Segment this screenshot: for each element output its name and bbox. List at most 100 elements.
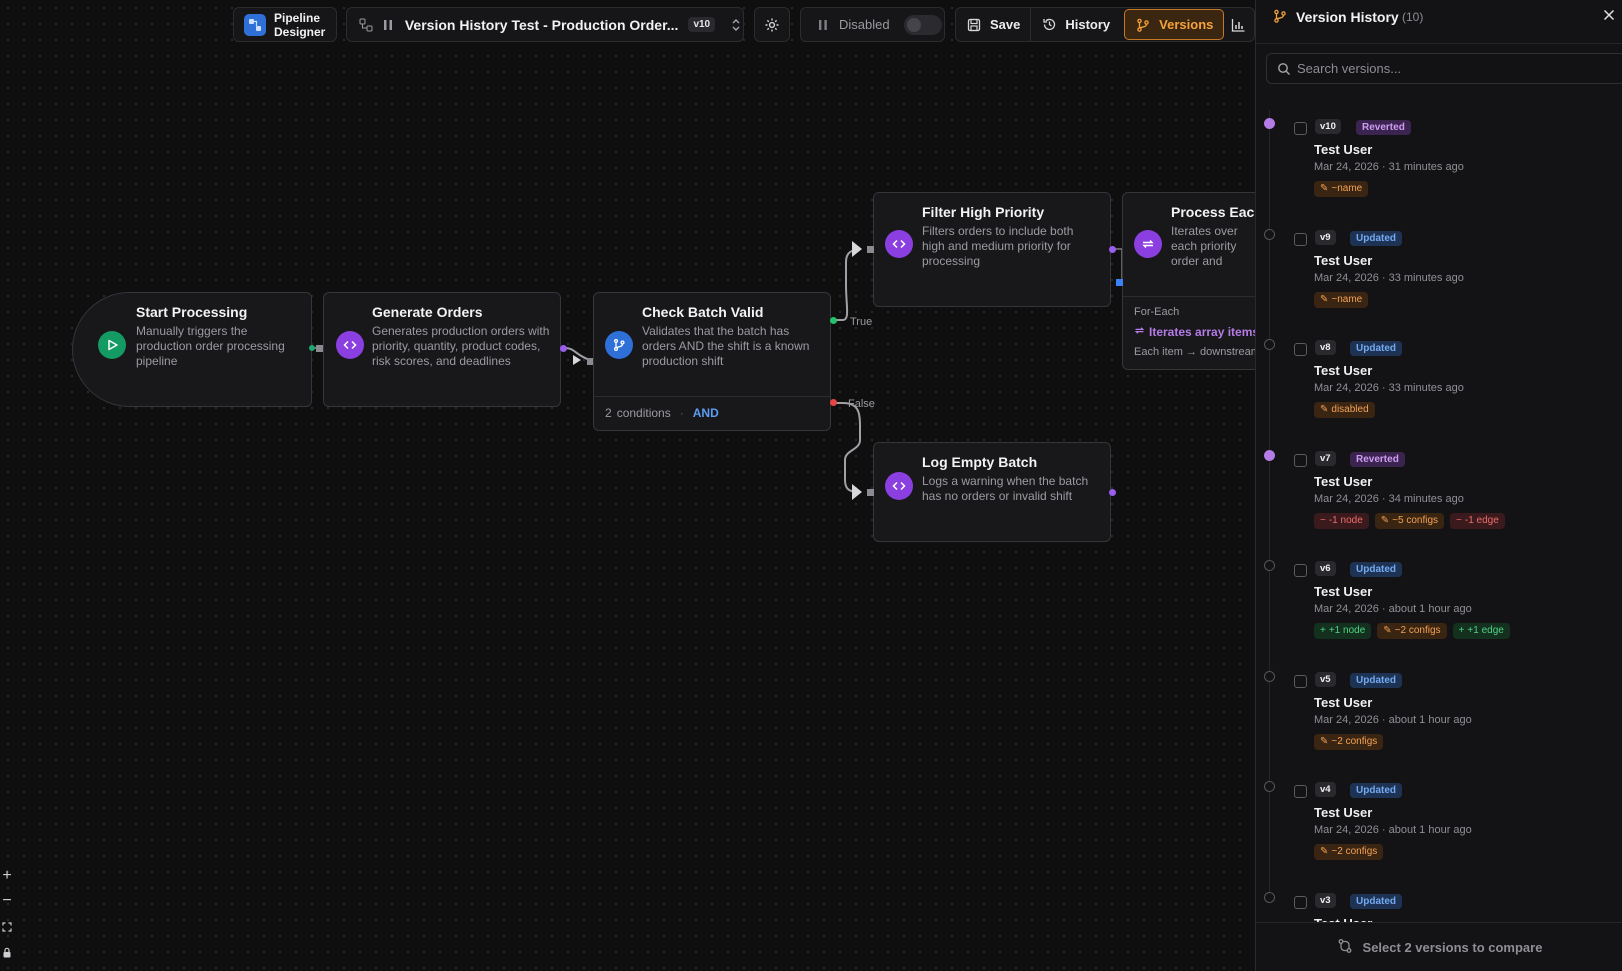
node-log-empty-batch[interactable]: Log Empty Batch Logs a warning when the … — [873, 442, 1111, 542]
node-description: Generates production orders with priorit… — [372, 324, 550, 368]
input-port[interactable] — [867, 489, 874, 496]
close-icon[interactable] — [1602, 8, 1616, 27]
timeline-dot — [1264, 339, 1275, 350]
output-port[interactable] — [1109, 246, 1116, 253]
settings-button[interactable] — [754, 7, 790, 42]
change-chip: ✎~2 configs — [1314, 733, 1384, 750]
timeline-dot — [1264, 560, 1275, 571]
save-icon — [966, 17, 982, 33]
change-chip: ✎~2 configs — [1377, 623, 1447, 639]
enable-toggle[interactable] — [903, 14, 942, 35]
version-status-badge: Updated — [1350, 672, 1402, 688]
git-branch-icon — [1273, 9, 1287, 28]
plus-icon: + — [1320, 625, 1326, 636]
search-input[interactable] — [1297, 54, 1617, 83]
version-date: Mar 24, 2026 · 33 minutes ago — [1314, 271, 1464, 284]
version-status-badge: Updated — [1350, 893, 1402, 909]
node-title: Filter High Priority — [922, 204, 1045, 220]
change-chip-label: ~2 configs — [1331, 735, 1378, 747]
version-badge: v10 — [688, 17, 716, 32]
history-button[interactable]: History — [1031, 8, 1120, 41]
repeat-icon — [1134, 230, 1162, 258]
version-checkbox[interactable] — [1294, 232, 1307, 246]
pencil-icon: ✎ — [1320, 183, 1329, 194]
compare-label: Select 2 versions to compare — [1362, 939, 1543, 955]
version-status-badge: Reverted — [1350, 451, 1405, 467]
change-chips: ✎disabled — [1314, 402, 1375, 418]
version-status-badge: Updated — [1350, 562, 1402, 577]
node-generate-orders[interactable]: Generate Orders Generates production ord… — [323, 292, 561, 407]
app-logo-group[interactable]: Pipeline Designer — [233, 7, 337, 42]
divider — [1123, 296, 1271, 297]
pipeline-selector[interactable]: Version History Test - Production Order.… — [346, 7, 744, 42]
gear-icon — [764, 17, 780, 33]
save-button[interactable]: Save — [956, 8, 1030, 41]
true-output-port[interactable] — [830, 317, 837, 324]
change-chip: ++1 edge — [1452, 623, 1510, 639]
action-group: Save History Versions — [955, 7, 1255, 42]
compare-footer[interactable]: Select 2 versions to compare — [1256, 922, 1622, 971]
change-chip-label: disabled — [1331, 404, 1369, 415]
version-tag: v5 — [1315, 671, 1336, 687]
node-process-each[interactable]: Process Each Iterates over each priority… — [1122, 192, 1272, 370]
version-checkbox[interactable] — [1294, 453, 1307, 467]
node-start-processing[interactable]: Start Processing Manually triggers the p… — [72, 292, 315, 407]
node-description: Iterates over each priority order and in… — [1171, 224, 1238, 268]
versions-label: Versions — [1159, 17, 1214, 32]
version-author: Test User — [1314, 142, 1373, 157]
input-port[interactable] — [1116, 279, 1123, 286]
input-port[interactable] — [587, 358, 594, 365]
change-chip: ++1 node — [1314, 623, 1372, 639]
node-check-batch-valid[interactable]: Check Batch Valid Validates that the bat… — [593, 292, 831, 431]
lock-button[interactable] — [0, 942, 14, 962]
version-tag: v4 — [1315, 782, 1336, 797]
pencil-icon: ✎ — [1320, 404, 1329, 415]
version-checkbox[interactable] — [1294, 122, 1307, 135]
conditions-label: conditions — [616, 406, 671, 420]
zoom-out-button[interactable]: − — [2, 892, 12, 909]
fit-view-button[interactable] — [0, 917, 14, 937]
false-output-port[interactable] — [830, 399, 837, 406]
version-checkbox[interactable] — [1294, 895, 1307, 909]
output-port[interactable] — [560, 345, 567, 352]
version-status-badge: Updated — [1350, 341, 1402, 356]
conditions-count: 2 — [605, 406, 612, 420]
change-chips: ++1 node ✎~2 configs ++1 edge — [1314, 623, 1510, 639]
input-port[interactable] — [867, 246, 874, 253]
timeline-dot — [1264, 891, 1275, 903]
output-port[interactable] — [1109, 489, 1116, 496]
node-description: Logs a warning when the batch has no ord… — [922, 474, 1089, 503]
status-toggle-group[interactable]: Disabled — [800, 7, 945, 42]
version-checkbox[interactable] — [1294, 674, 1307, 688]
timeline-dot — [1264, 118, 1275, 129]
version-tag: v10 — [1315, 119, 1341, 134]
versions-button[interactable]: Versions — [1124, 9, 1225, 40]
zoom-in-button[interactable]: + — [2, 867, 12, 884]
operator-label: AND — [692, 406, 719, 420]
change-chips: ✎~2 configs — [1314, 733, 1384, 750]
play-icon — [98, 331, 126, 359]
version-checkbox[interactable] — [1294, 785, 1307, 798]
chevron-updown-icon[interactable] — [729, 17, 743, 33]
node-description: Validates that the batch has orders AND … — [642, 324, 810, 368]
search-icon — [1277, 62, 1291, 81]
mode-label: For-Each — [1134, 306, 1180, 318]
version-checkbox[interactable] — [1294, 564, 1307, 577]
node-title: Process Each — [1171, 204, 1263, 220]
input-port[interactable] — [316, 345, 323, 352]
analytics-button[interactable] — [1224, 8, 1252, 41]
bar-chart-icon — [1230, 17, 1246, 33]
minus-icon: − — [1320, 514, 1326, 526]
node-filter-high-priority[interactable]: Filter High Priority Filters orders to i… — [873, 192, 1111, 307]
timeline-dot — [1264, 228, 1275, 240]
output-port[interactable] — [309, 345, 315, 351]
pipeline-logo-icon — [244, 13, 266, 36]
version-checkbox[interactable] — [1294, 343, 1307, 356]
